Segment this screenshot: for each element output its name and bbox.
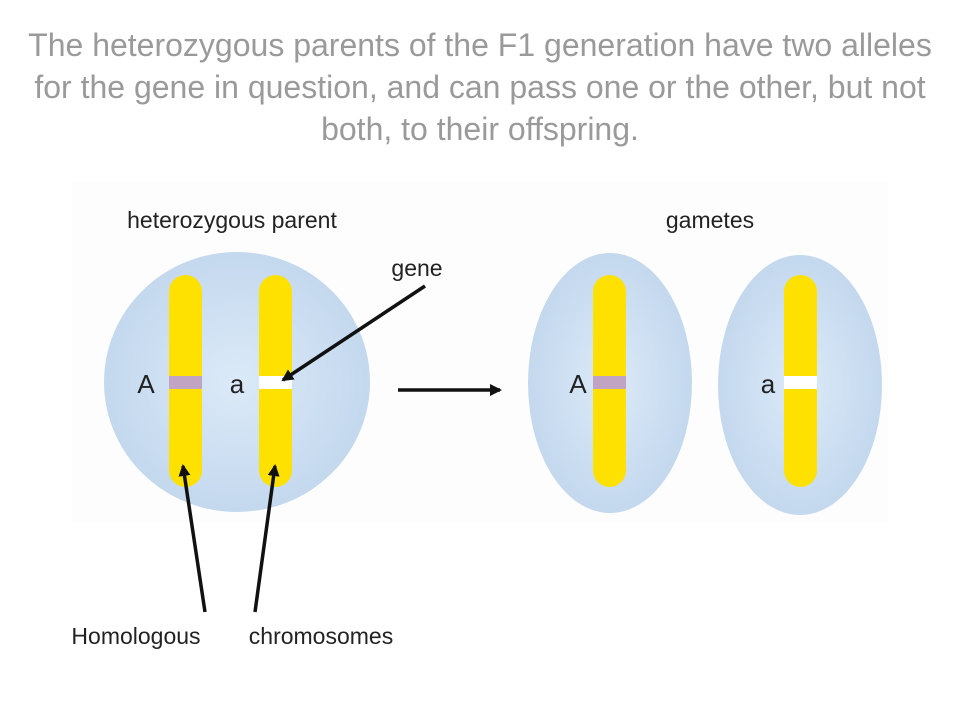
homologous-label-word1: Homologous [71, 623, 200, 649]
homologous-pointer-arrow-left [178, 464, 207, 613]
allele-label-parent-recessive: a [230, 369, 245, 399]
allele-label-gamete-recessive: a [761, 369, 776, 399]
allele-label-gamete-dominant: A [569, 369, 587, 399]
parent-label: heterozygous parent [127, 207, 337, 233]
gamete-allele-band-recessive [784, 376, 817, 389]
gametes-label: gametes [666, 207, 754, 233]
gene-label: gene [391, 255, 442, 281]
allele-band-dominant [169, 376, 202, 389]
gene-pointer-arrow [281, 284, 426, 382]
homologous-pointer-arrow-right [253, 464, 280, 613]
allele-label-parent-dominant: A [137, 369, 155, 399]
homologous-label-word2: chromosomes [249, 623, 393, 649]
page-title: The heterozygous parents of the F1 gener… [28, 27, 932, 147]
gamete-allele-band-dominant [593, 376, 626, 389]
